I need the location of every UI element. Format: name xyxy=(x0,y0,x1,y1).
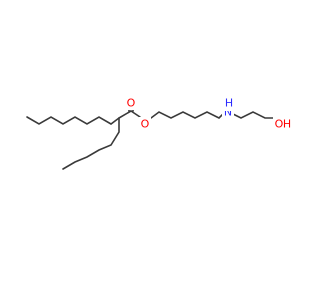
hexyl-branch-bonds xyxy=(62,117,120,170)
carbonyl-oxygen-label: O xyxy=(127,97,136,110)
propanol-chain-bonds xyxy=(232,111,274,119)
hydroxyl-oxygen-label: O xyxy=(275,118,284,131)
hydroxyl-hydrogen-label: H xyxy=(283,118,291,131)
hydroxyl-oxygen-atom: O H xyxy=(273,117,294,131)
ester-oxygen-label: O xyxy=(141,118,150,131)
octyl-chain-bonds xyxy=(26,116,120,125)
carbonyl-oxygen-atom: O xyxy=(125,96,137,110)
bond-layer xyxy=(26,107,274,170)
hexyl-linker-bonds xyxy=(150,111,224,119)
alpha-to-carbonyl-bond xyxy=(118,110,132,119)
atom-label-layer: O O N H O H xyxy=(125,96,294,131)
ester-oxygen-atom: O xyxy=(139,117,151,131)
amine-nitrogen-atom: N H xyxy=(222,97,235,119)
molecule-structure: O O N H O H xyxy=(26,96,294,170)
carbonyl-to-ester-oxygen-bond xyxy=(130,110,141,118)
amine-hydrogen-label: H xyxy=(225,97,233,110)
amine-nitrogen-label: N xyxy=(224,106,232,119)
